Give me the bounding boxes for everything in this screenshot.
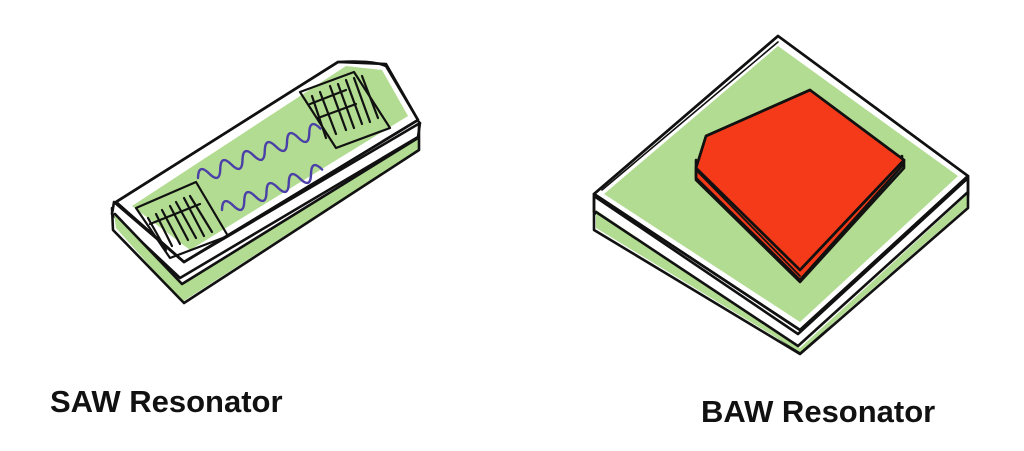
saw-resonator-label: SAW Resonator (50, 384, 283, 419)
baw-chip-side-green (596, 194, 968, 352)
saw-resonator-illustration (110, 60, 422, 305)
saw-wave-lines (196, 122, 324, 212)
baw-resonator-label: BAW Resonator (701, 394, 936, 429)
saw-idt-right (298, 70, 392, 150)
baw-resonator-illustration (592, 34, 970, 356)
saw-idt-left (134, 180, 230, 260)
